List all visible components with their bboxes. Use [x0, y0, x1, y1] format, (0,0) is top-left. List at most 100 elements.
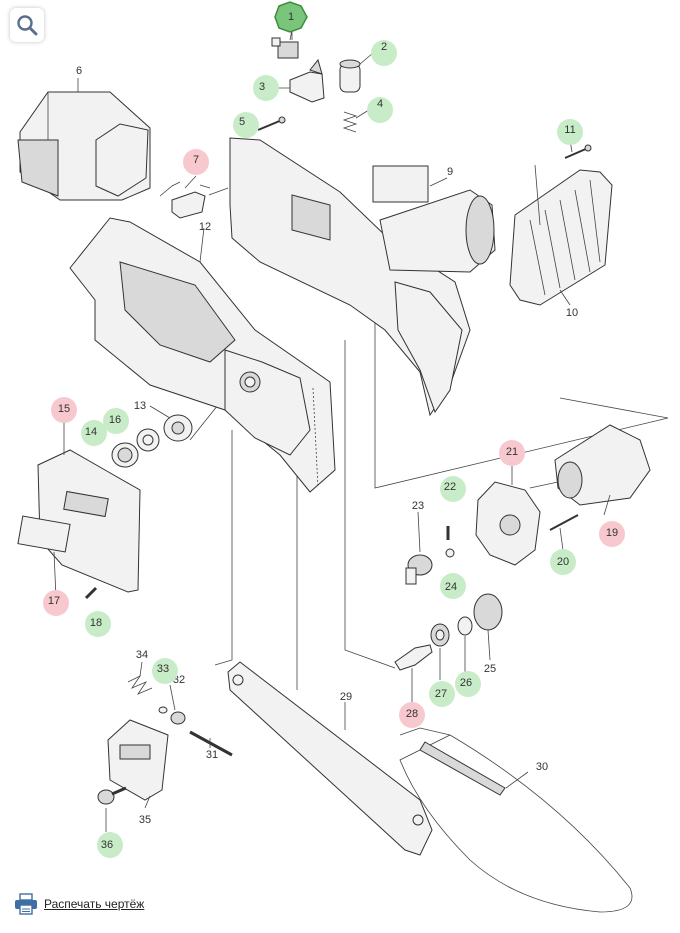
callout-p18[interactable]: 18 — [85, 611, 111, 637]
part-badge — [599, 521, 625, 547]
part-11-screw[interactable] — [564, 144, 592, 159]
part-28-shaft[interactable] — [394, 644, 433, 671]
part-badge — [274, 1, 308, 33]
part-label: 28 — [406, 708, 418, 720]
part-label: 14 — [85, 426, 97, 438]
part-label: 16 — [109, 414, 121, 426]
part-10-vent-cover[interactable] — [509, 169, 613, 306]
part-badge — [399, 702, 425, 728]
part-label: 2 — [381, 41, 387, 53]
part-badge — [557, 119, 583, 145]
callout-p24[interactable]: 24 — [440, 573, 466, 599]
part-35-clamp-plate[interactable] — [107, 719, 169, 801]
part-5-screw[interactable] — [257, 116, 286, 131]
part-31-pin[interactable] — [189, 730, 233, 757]
part-label: 36 — [101, 839, 113, 851]
callout-p16[interactable]: 16 — [103, 408, 129, 434]
callout-p7[interactable]: 7 — [183, 149, 209, 175]
callout-p13[interactable]: 13 — [134, 400, 146, 412]
callout-p30[interactable]: 30 — [536, 761, 548, 773]
part-24-washer[interactable] — [445, 548, 455, 558]
part-7-connector[interactable] — [159, 181, 206, 219]
part-label: 24 — [445, 581, 457, 593]
part-36-bolt[interactable] — [97, 786, 127, 805]
part-19-motor[interactable] — [529, 424, 651, 506]
callout-p9[interactable]: 9 — [447, 166, 453, 178]
callout-p17[interactable]: 17 — [43, 590, 69, 616]
callout-p2[interactable]: 2 — [371, 40, 397, 66]
part-label: 29 — [340, 691, 352, 703]
part-badge — [550, 549, 576, 575]
callout-p23[interactable]: 23 — [412, 500, 424, 512]
callout-p5[interactable]: 5 — [233, 112, 259, 138]
part-label: 20 — [557, 556, 569, 568]
part-20-screw[interactable] — [549, 514, 579, 531]
callout-p21[interactable]: 21 — [499, 440, 525, 466]
part-label: 18 — [90, 617, 102, 629]
callout-p19[interactable]: 19 — [599, 521, 625, 547]
part-26-washer[interactable] — [457, 616, 473, 636]
part-label: 22 — [444, 481, 456, 493]
callout-p14[interactable]: 14 — [81, 420, 107, 446]
part-13-flange[interactable] — [163, 414, 193, 442]
part-label: 13 — [134, 400, 146, 412]
part-label: 1 — [288, 11, 294, 23]
callout-p34[interactable]: 34 — [136, 649, 148, 661]
part-2-button[interactable] — [339, 59, 361, 93]
callout-p10[interactable]: 10 — [566, 307, 578, 319]
part-label: 12 — [199, 221, 211, 233]
callout-p6[interactable]: 6 — [76, 65, 82, 77]
part-18-screw[interactable] — [84, 586, 98, 600]
part-label: 11 — [564, 124, 575, 136]
callout-p22[interactable]: 22 — [440, 476, 466, 502]
part-33-ring[interactable] — [158, 706, 168, 714]
part-29-guide-bar[interactable] — [227, 661, 433, 856]
part-16-washer[interactable] — [136, 428, 160, 452]
callout-p12[interactable]: 12 — [199, 221, 211, 233]
part-badge — [97, 832, 123, 858]
callout-p4[interactable]: 4 — [367, 97, 393, 123]
part-label: 10 — [566, 307, 578, 319]
part-label: 7 — [193, 154, 199, 166]
part-15-guard[interactable] — [17, 449, 141, 593]
callout-p26[interactable]: 26 — [455, 671, 481, 697]
callout-p28[interactable]: 28 — [399, 702, 425, 728]
part-badge — [367, 97, 393, 123]
part-25-gear[interactable] — [473, 593, 503, 631]
part-21-gear-housing[interactable] — [475, 481, 541, 566]
part-30-chain[interactable] — [399, 727, 633, 913]
part-14-ring[interactable] — [111, 442, 139, 468]
part-3-lever[interactable] — [289, 58, 325, 103]
part-23-pinion[interactable] — [405, 554, 433, 585]
print-drawing-link[interactable]: Распечать чертёж — [14, 893, 144, 915]
part-27-bearing[interactable] — [430, 623, 450, 647]
callout-p11[interactable]: 11 — [557, 119, 583, 145]
callout-p27[interactable]: 27 — [429, 681, 455, 707]
part-6-battery[interactable] — [17, 91, 151, 201]
part-34-spring[interactable] — [127, 674, 153, 695]
part-badge — [253, 75, 279, 101]
callout-p33[interactable]: 33 — [152, 658, 178, 684]
callout-p3[interactable]: 3 — [253, 75, 279, 101]
part-1-switch[interactable] — [271, 28, 299, 59]
callout-p15[interactable]: 15 — [51, 397, 77, 423]
part-label: 4 — [377, 98, 383, 110]
part-badge — [233, 112, 259, 138]
callout-p31[interactable]: 31 — [206, 749, 218, 761]
part-32-nut[interactable] — [170, 711, 186, 725]
callout-p36[interactable]: 36 — [97, 832, 123, 858]
part-label: 27 — [435, 688, 447, 700]
callout-p35[interactable]: 35 — [139, 814, 151, 826]
callout-p25[interactable]: 25 — [484, 663, 496, 675]
callout-p29[interactable]: 29 — [340, 691, 352, 703]
part-9-motor-housing[interactable] — [229, 137, 496, 417]
callout-p1[interactable]: 1 — [274, 1, 308, 33]
zoom-button[interactable] — [10, 8, 44, 42]
part-label: 30 — [536, 761, 548, 773]
part-label: 9 — [447, 166, 453, 178]
part-4-spring[interactable] — [342, 111, 358, 133]
part-12-housing[interactable] — [69, 217, 336, 493]
part-label: 31 — [206, 749, 218, 761]
callout-p20[interactable]: 20 — [550, 549, 576, 575]
